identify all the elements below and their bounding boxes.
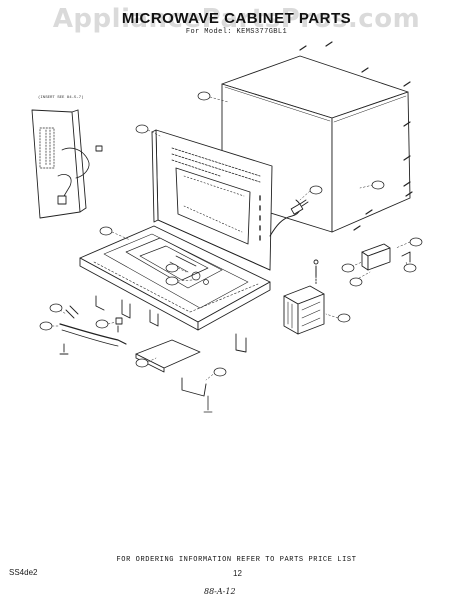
handwritten-mark: 88-A-12 bbox=[204, 587, 236, 596]
lever-assembly bbox=[59, 305, 127, 355]
front-frame-panel bbox=[151, 129, 273, 271]
diagram-title: MICROWAVE CABINET PARTS bbox=[121, 10, 352, 27]
switch-bracket bbox=[353, 225, 411, 271]
document-code: SS4de2 bbox=[9, 568, 38, 577]
inset-detail bbox=[31, 109, 103, 219]
ordering-info-note: FOR ORDERING INFORMATION REFER TO PARTS … bbox=[116, 556, 357, 564]
inset-label: (INSERT SEE 84-5-7) bbox=[38, 96, 84, 100]
callout-bubbles bbox=[39, 91, 423, 377]
page-number: 12 bbox=[233, 569, 242, 578]
transformer bbox=[283, 259, 325, 335]
model-subtitle: For Model: KEMS377GBL1 bbox=[185, 28, 288, 36]
power-cord bbox=[269, 199, 309, 237]
bottom-plate bbox=[135, 339, 213, 413]
base-pan bbox=[79, 225, 271, 353]
